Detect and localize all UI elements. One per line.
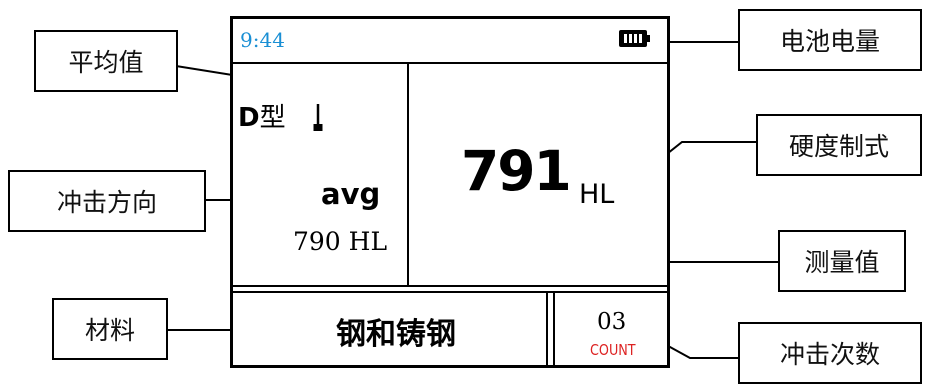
callout-hardness-scale: 硬度制式 [756, 114, 922, 176]
callout-material: 材料 [52, 298, 168, 360]
callout-impact-count: 冲击次数 [738, 322, 922, 384]
average-value: 790 HL [293, 227, 388, 256]
clock-time: 9:44 [240, 28, 285, 52]
battery-icon [619, 30, 650, 47]
divider-footer-vertical-a [546, 291, 548, 365]
callout-average: 平均值 [34, 30, 178, 92]
divider-footer-top-2 [233, 291, 667, 293]
callout-impact-direction: 冲击方向 [8, 170, 206, 232]
callout-battery: 电池电量 [738, 9, 922, 71]
probe-type: D型 [238, 97, 286, 134]
callout-measured-value: 测量值 [778, 230, 906, 292]
impact-count-label: COUNT [590, 341, 636, 359]
impact-count-value: 03 [597, 309, 627, 335]
average-label: avg [321, 177, 381, 211]
divider-header [233, 62, 667, 64]
hardness-unit: HL [579, 179, 615, 210]
probe-type-suffix: 型 [259, 103, 286, 133]
material-name: 钢和铸钢 [336, 317, 456, 352]
device-screen: 9:44 D型 avg 790 HL 791 HL 钢和铸钢 03 COUNT [230, 16, 670, 368]
measured-value: 791 [461, 139, 572, 203]
divider-footer-vertical-b [553, 291, 555, 365]
probe-type-letter: D [238, 103, 260, 133]
divider-footer-top [233, 285, 667, 287]
impact-direction-arrow-icon [313, 104, 323, 131]
divider-vertical-middle [407, 64, 409, 286]
